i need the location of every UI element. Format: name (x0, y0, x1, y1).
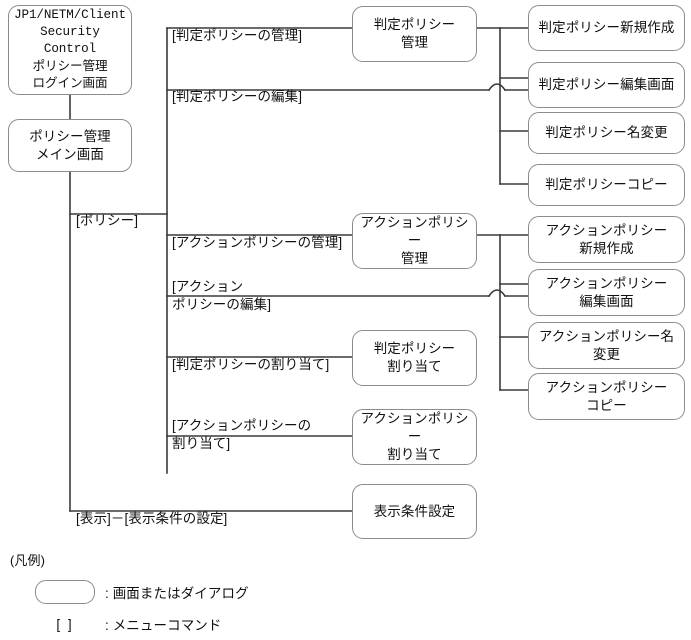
menu-command-action-policy-assign: [アクションポリシーの 割り当て] (172, 399, 311, 453)
menu-command-action-policy-assign-label: [アクションポリシーの 割り当て] (172, 418, 312, 452)
node-policy-main-screen-label: ポリシー管理 メイン画面 (29, 128, 111, 162)
menu-command-judge-policy-assign-label: [判定ポリシーの割り当て] (172, 357, 330, 373)
menu-command-view-condition-label: [表示]－[表示条件の設定] (76, 511, 228, 527)
menu-command-policy: [ポリシー] (76, 194, 138, 230)
node-action-policy-management[interactable]: アクションポリシー 管理 (352, 213, 477, 269)
node-view-condition-settings[interactable]: 表示条件設定 (352, 484, 477, 539)
node-login-screen[interactable]: JP1/NETM/Client Security Control ポリシー管理 … (8, 5, 132, 95)
menu-command-action-policy-edit: [アクション ポリシーの編集] (172, 260, 271, 314)
node-judge-policy-management[interactable]: 判定ポリシー 管理 (352, 6, 477, 62)
node-judge-policy-rename[interactable]: 判定ポリシー名変更 (528, 112, 685, 154)
node-judge-policy-assign-label: 判定ポリシー 割り当て (373, 341, 456, 374)
node-judge-policy-edit[interactable]: 判定ポリシー編集画面 (528, 62, 685, 108)
menu-command-judge-policy-edit-label: [判定ポリシーの編集] (172, 89, 303, 105)
node-judge-policy-copy-label: 判定ポリシーコピー (545, 177, 668, 193)
menu-command-judge-policy-management: [判定ポリシーの管理] (172, 9, 302, 45)
menu-command-judge-policy-management-label: [判定ポリシーの管理] (172, 28, 303, 44)
edge-judge-edit-hop (487, 83, 507, 92)
menu-command-action-policy-edit-label: [アクション ポリシーの編集] (172, 279, 272, 313)
node-action-policy-edit[interactable]: アクションポリシー 編集画面 (528, 269, 685, 316)
node-action-policy-copy-label: アクションポリシー コピー (545, 379, 668, 413)
node-action-policy-new[interactable]: アクションポリシー 新規作成 (528, 216, 685, 263)
menu-command-action-policy-management-label: [アクションポリシーの管理] (172, 235, 343, 251)
node-action-policy-assign-label: アクションポリシー 割り当て (360, 411, 469, 462)
edge-action-edit-hop (487, 289, 507, 298)
node-policy-main-screen[interactable]: ポリシー管理 メイン画面 (8, 119, 132, 172)
legend-item-screen: : 画面またはダイアログ (35, 580, 249, 604)
node-judge-policy-assign[interactable]: 判定ポリシー 割り当て (352, 330, 477, 386)
node-view-condition-settings-label: 表示条件設定 (373, 503, 456, 519)
node-action-policy-assign[interactable]: アクションポリシー 割り当て (352, 409, 477, 465)
legend-item-menu-label: : メニューコマンド (105, 618, 222, 633)
legend-item-screen-label: : 画面またはダイアログ (105, 586, 249, 601)
menu-command-action-policy-management: [アクションポリシーの管理] (172, 216, 342, 252)
node-action-policy-edit-label: アクションポリシー 編集画面 (545, 275, 668, 309)
menu-command-judge-policy-assign: [判定ポリシーの割り当て] (172, 338, 329, 374)
node-judge-policy-rename-label: 判定ポリシー名変更 (545, 125, 668, 141)
menu-command-view-condition: [表示]－[表示条件の設定] (76, 492, 227, 528)
menu-command-judge-policy-edit: [判定ポリシーの編集] (172, 70, 302, 106)
node-action-policy-new-label: アクションポリシー 新規作成 (545, 222, 668, 256)
legend-brackets-icon: [ ] (56, 616, 74, 632)
legend-heading-label: (凡例) (10, 553, 46, 568)
menu-command-policy-label: [ポリシー] (76, 213, 139, 229)
node-action-policy-copy[interactable]: アクションポリシー コピー (528, 373, 685, 420)
legend-rounded-box-icon (35, 580, 95, 604)
legend-item-menu: [ ] : メニューコマンド (35, 614, 222, 634)
node-judge-policy-copy[interactable]: 判定ポリシーコピー (528, 164, 685, 206)
node-action-policy-rename-label: アクションポリシー名 変更 (538, 328, 675, 362)
node-judge-policy-management-label: 判定ポリシー 管理 (373, 17, 456, 50)
node-judge-policy-new[interactable]: 判定ポリシー新規作成 (528, 5, 685, 51)
node-login-screen-label: JP1/NETM/Client Security Control ポリシー管理 … (14, 8, 126, 91)
legend-heading: (凡例) (10, 550, 45, 569)
node-judge-policy-edit-label: 判定ポリシー編集画面 (538, 77, 675, 93)
node-action-policy-rename[interactable]: アクションポリシー名 変更 (528, 322, 685, 369)
node-judge-policy-new-label: 判定ポリシー新規作成 (538, 20, 675, 36)
node-action-policy-management-label: アクションポリシー 管理 (360, 215, 469, 266)
